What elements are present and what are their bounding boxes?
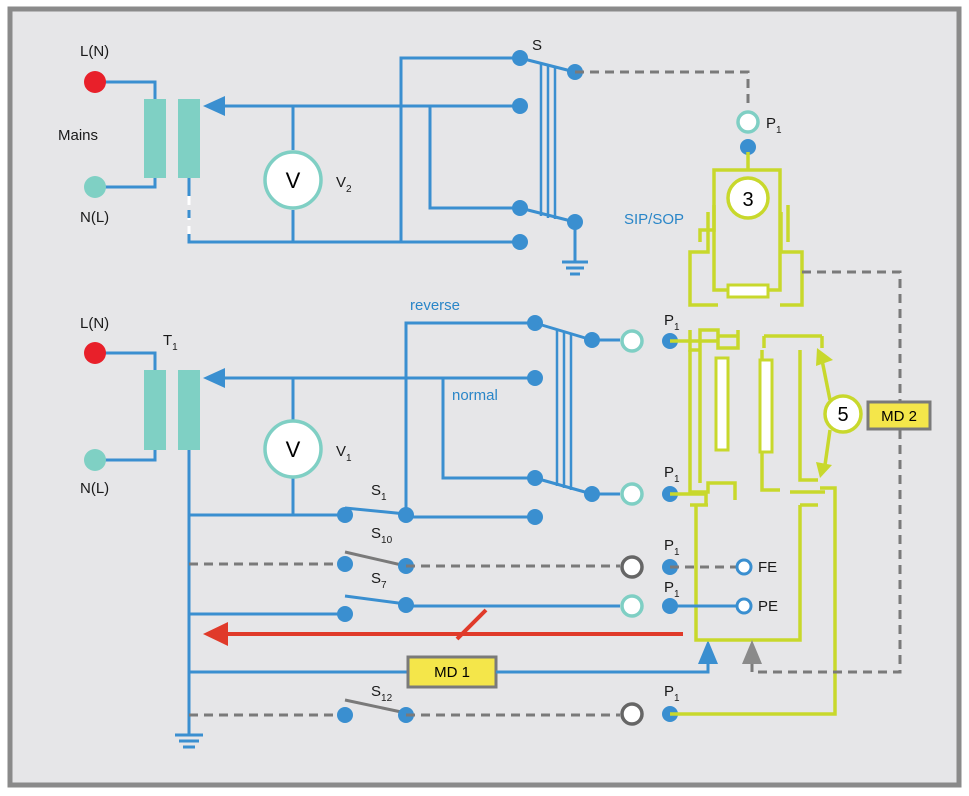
md1-label: MD 1 (434, 664, 470, 681)
md2-label: MD 2 (881, 408, 917, 425)
top-neutral-label: N(L) (80, 209, 109, 226)
switch-s-label: S (532, 37, 542, 54)
bottom-neutral-terminal (84, 449, 106, 471)
fe-label: FE (758, 559, 777, 576)
t1-secondary (178, 370, 200, 450)
probe-5-number: 5 (837, 404, 848, 426)
md1-arrow-head (698, 640, 718, 664)
probe-5-circle (823, 394, 863, 434)
voltmeter-v2 (263, 150, 323, 210)
voltmeter-v1 (263, 419, 323, 479)
top-transformer-secondary (178, 99, 200, 178)
bottom-neutral-label: N(L) (80, 480, 109, 497)
s10-label: S10 (371, 525, 393, 546)
probe-3-assembly: 3 SIP/SOP (624, 152, 902, 402)
top-arrow-head (203, 96, 225, 116)
v1-label: V1 (336, 443, 352, 464)
reverse-output-ring (620, 329, 644, 353)
md1-box (406, 655, 498, 689)
top-mains-label: Mains (58, 127, 98, 144)
s10-output-ring (620, 555, 644, 579)
p1-top-ring (736, 110, 760, 134)
top-neutral-terminal (84, 176, 106, 198)
md2-arrow-head (742, 640, 762, 664)
top-transformer-primary (144, 99, 166, 178)
top-line-label: L(N) (80, 43, 109, 60)
s7-label: S7 (371, 570, 387, 591)
probe-3-number: 3 (742, 189, 753, 211)
normal-label: normal (452, 387, 498, 404)
t1-label: T1 (163, 332, 178, 353)
voltmeter-v2-symbol: V (286, 168, 301, 193)
normal-output-ring (620, 482, 644, 506)
p1-label-e: P1 (664, 683, 680, 704)
p1-label-d: P1 (664, 579, 680, 600)
pe-label: PE (758, 598, 778, 615)
bottom-line-label: L(N) (80, 315, 109, 332)
s12-output-ring (620, 702, 644, 726)
pe-terminal (735, 597, 753, 615)
p1-label-b: P1 (664, 464, 680, 485)
voltmeter-v1-symbol: V (286, 437, 301, 462)
top-circuit: L(N) Mains N(L) V V2 S (58, 37, 782, 276)
top-line-terminal (84, 71, 106, 93)
reverse-label: reverse (410, 297, 460, 314)
t1-primary (144, 370, 166, 450)
p1-top-label: P1 (766, 115, 782, 136)
s12-label: S12 (371, 683, 393, 704)
s7-output-ring (620, 594, 644, 618)
t1-arrow-head (203, 368, 225, 388)
probe-5-assembly: P1 P1 P1 P1 P1 5 MD 2 FE (662, 312, 932, 722)
bottom-circuit: L(N) N(L) T1 V V1 reverse normal (80, 297, 718, 749)
red-arrow-head (203, 622, 228, 646)
fe-terminal (735, 558, 753, 576)
md2-box (866, 400, 932, 431)
sip-sop-label: SIP/SOP (624, 211, 684, 228)
v2-label: V2 (336, 174, 352, 195)
bottom-line-terminal (84, 342, 106, 364)
p1-label-a: P1 (664, 312, 680, 333)
s1-label: S1 (371, 482, 387, 503)
probe-3-circle (726, 176, 770, 220)
p1-label-c: P1 (664, 537, 680, 558)
